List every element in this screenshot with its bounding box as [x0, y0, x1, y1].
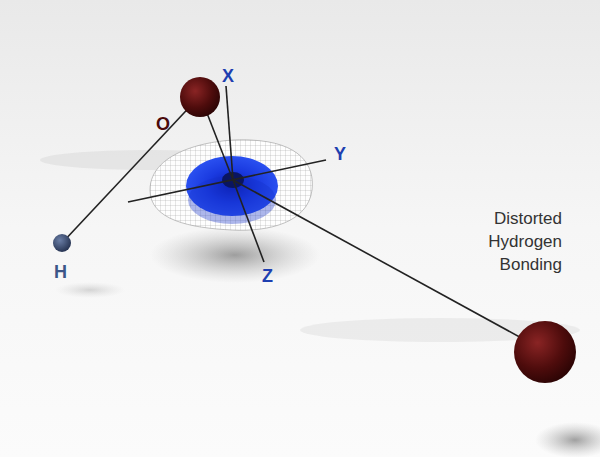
atom-label: H — [54, 262, 67, 283]
axis-label: X — [222, 66, 234, 87]
axis-label: Z — [262, 266, 273, 287]
axis-label: Y — [334, 144, 346, 165]
annotation-text: Distorted Hydrogen Bonding — [430, 208, 562, 277]
atom-label: O — [156, 114, 170, 135]
